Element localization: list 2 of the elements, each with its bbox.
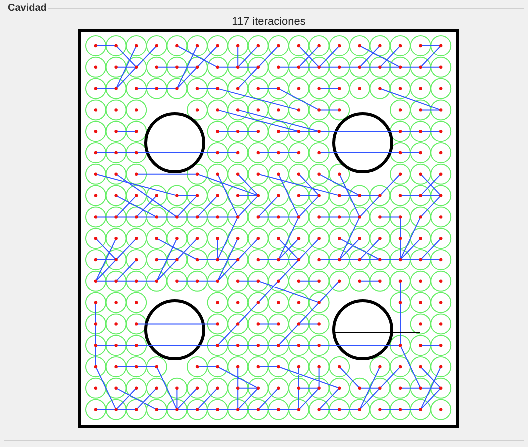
iteration-count: 117 iteraciones [231,15,307,30]
group-title: Cavidad [8,2,47,16]
